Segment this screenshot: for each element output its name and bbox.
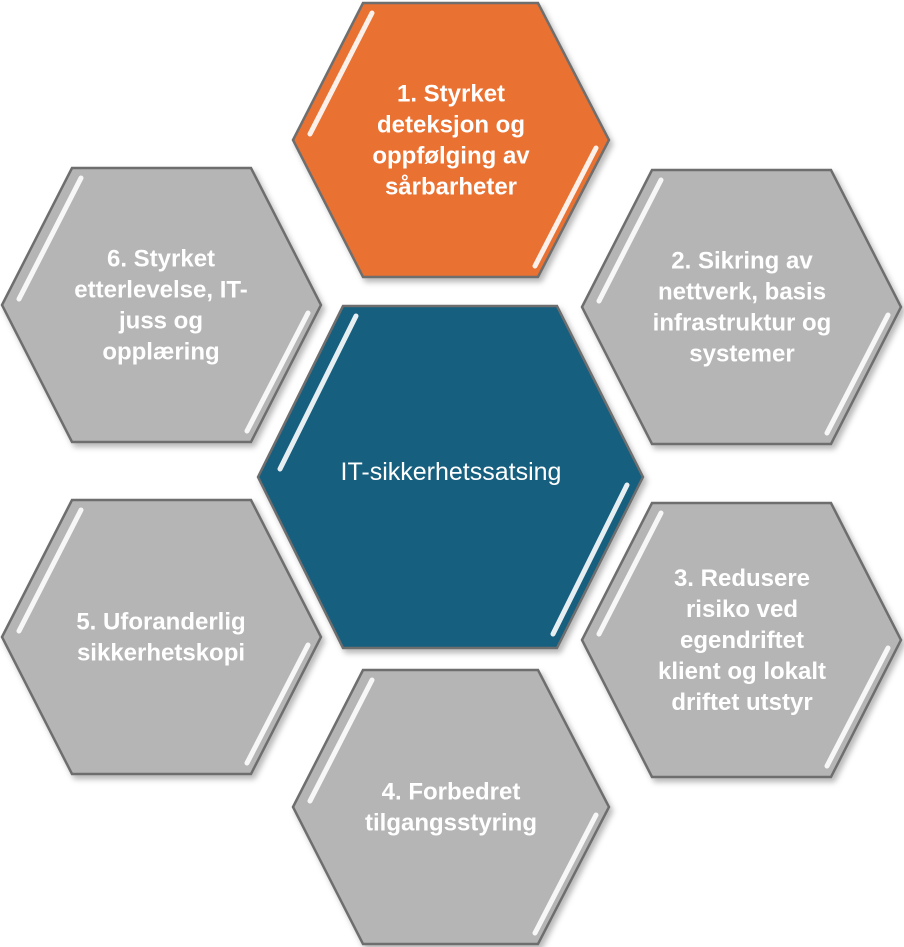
hex-item-1-label: 1. Styrket deteksjon og oppfølging av sårba… bbox=[372, 81, 530, 201]
hex-item-1-shine-right bbox=[532, 145, 599, 269]
hex-item-2-label-line: infrastruktur og bbox=[653, 310, 832, 337]
hex-item-6-shine-left bbox=[16, 175, 84, 302]
hex-item-1-label-line: 1. Styrket bbox=[397, 81, 505, 108]
hex-item-5-shape bbox=[0, 498, 323, 776]
hex-item-6-label-line: etterlevelse, IT- bbox=[74, 277, 247, 304]
hex-item-3-label-line: egendriftet bbox=[680, 627, 804, 654]
hex-center-shine-left bbox=[277, 313, 359, 472]
hex-item-3-label-line: risiko ved bbox=[686, 596, 798, 623]
hex-item-6-shape bbox=[0, 166, 323, 444]
hex-item-1: 1. Styrket deteksjon og oppfølging av sårba… bbox=[291, 1, 611, 279]
hex-item-4-shine-left bbox=[307, 677, 375, 804]
hex-item-5-shine-right bbox=[244, 642, 311, 766]
hex-item-3-shine-right bbox=[824, 645, 891, 769]
hex-item-2-shine-left bbox=[596, 177, 664, 304]
hex-item-5-shine-left bbox=[16, 507, 84, 634]
hex-item-3-label-line: 3. Redusere bbox=[674, 565, 810, 592]
hex-item-2-shape bbox=[580, 168, 903, 446]
hex-item-4-label-line: 4. Forbedret bbox=[382, 779, 521, 806]
hex-item-6-label-line: opplæring bbox=[102, 339, 219, 366]
hex-item-5: 5. Uforanderlig sikkerhetskopi bbox=[0, 498, 323, 776]
hex-item-1-label-line: deteksjon og bbox=[377, 112, 525, 139]
hex-center-label: IT-sikkerhetssatsing bbox=[341, 458, 562, 486]
hex-item-3-shine-left bbox=[596, 510, 664, 637]
hex-item-4-label: 4. Forbedret tilgangsstyring bbox=[365, 779, 537, 837]
hex-item-6-label-line: 6. Styrket bbox=[107, 246, 215, 273]
hex-item-6-label: 6. Styrket etterlevelse, IT-juss og opplær… bbox=[74, 246, 247, 366]
hex-item-4-label-line: tilgangsstyring bbox=[365, 810, 537, 837]
hex-item-5-label: 5. Uforanderlig sikkerhetskopi bbox=[76, 609, 245, 667]
hex-item-3-label: 3. Redusere risiko ved egendriftet klient o… bbox=[658, 565, 826, 716]
hex-item-6-label-line: juss og bbox=[118, 308, 203, 335]
hex-item-3-label-line: driftet utstyr bbox=[671, 689, 812, 716]
hex-item-2-shine-right bbox=[824, 312, 891, 436]
hex-center-shape bbox=[256, 304, 645, 650]
hex-item-1-shine-left bbox=[307, 10, 375, 137]
hex-item-3: 3. Redusere risiko ved egendriftet klient o… bbox=[580, 501, 903, 779]
hex-item-3-shape bbox=[580, 501, 903, 779]
hex-item-2-label-line: nettverk, basis bbox=[658, 279, 826, 306]
hex-item-5-label-line: 5. Uforanderlig bbox=[76, 609, 245, 636]
hex-item-5-label-line: sikkerhetskopi bbox=[77, 640, 245, 667]
hex-item-1-label-line: oppfølging av bbox=[372, 143, 530, 170]
hex-center-shine-right bbox=[550, 482, 630, 637]
hex-item-6-shine-right bbox=[244, 310, 311, 434]
hex-item-4-shape bbox=[291, 668, 611, 946]
hex-item-2-label: 2. Sikring av nettverk, basis infrastruktu… bbox=[653, 248, 832, 368]
hex-item-3-label-line: klient og lokalt bbox=[658, 658, 826, 685]
hex-item-6: 6. Styrket etterlevelse, IT-juss og opplær… bbox=[0, 166, 323, 444]
hex-item-4: 4. Forbedret tilgangsstyring bbox=[291, 668, 611, 946]
hex-item-1-label-line: sårbarheter bbox=[385, 174, 517, 201]
hex-item-2-label-line: systemer bbox=[689, 341, 794, 368]
hex-item-4-shine-right bbox=[532, 812, 599, 936]
hex-center: IT-sikkerhetssatsing bbox=[256, 304, 645, 650]
hex-item-1-shape bbox=[291, 1, 611, 279]
hex-item-2-label-line: 2. Sikring av bbox=[671, 248, 813, 275]
hex-item-2: 2. Sikring av nettverk, basis infrastruktu… bbox=[580, 168, 903, 446]
